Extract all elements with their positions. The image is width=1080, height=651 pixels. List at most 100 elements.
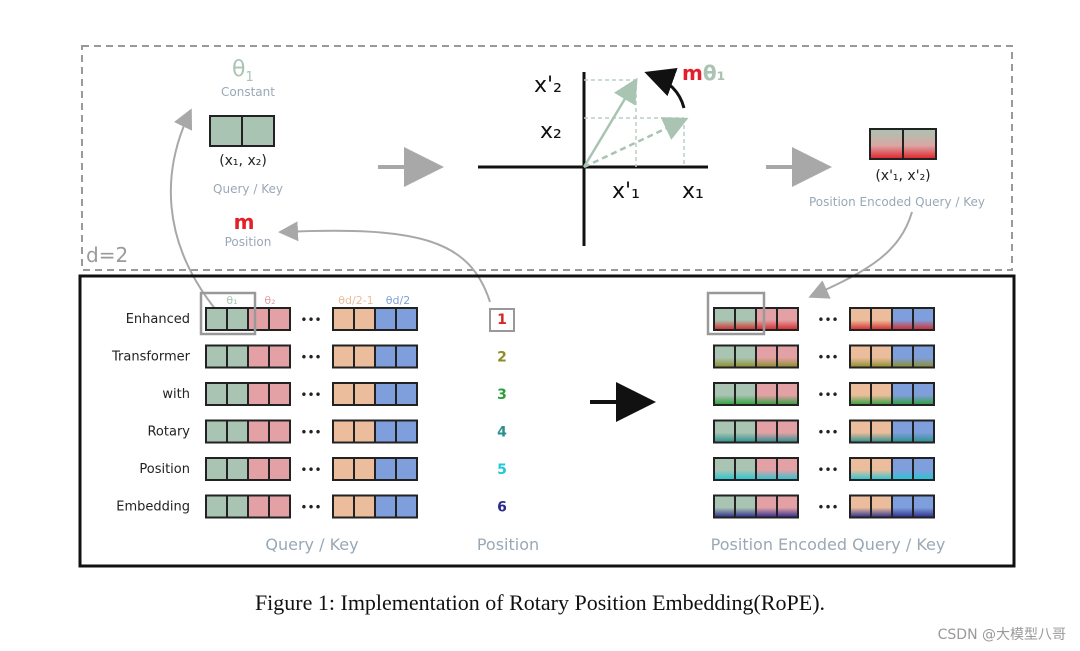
axis-x2-label: x₂ xyxy=(540,119,562,144)
token-label: Transformer xyxy=(111,350,191,365)
header-theta-2: θ₂ xyxy=(264,294,275,307)
rotation-arrow xyxy=(644,67,686,109)
enc-cell-theta1 xyxy=(734,494,757,519)
axis-x1p-label: x'₁ xyxy=(612,179,640,204)
position-number: 3 xyxy=(497,387,507,403)
ellipsis: ••• xyxy=(817,313,838,327)
position-number: 1 xyxy=(497,312,507,328)
position-number: 4 xyxy=(497,425,507,441)
qk-cell-theta2 xyxy=(247,419,270,444)
axis-x2p-label: x'₂ xyxy=(534,73,562,98)
qk-cell-thetad2m1 xyxy=(353,344,376,369)
qk-cell-theta2 xyxy=(268,419,291,444)
qk-cell-theta2 xyxy=(247,494,270,519)
qk-cell-theta1 xyxy=(205,457,228,481)
qk-cell-theta1 xyxy=(226,382,249,406)
qk-cell-thetad2m1 xyxy=(353,307,376,331)
output-top-label: Position Encoded Query / Key xyxy=(809,195,985,209)
qk-cell-thetad2 xyxy=(374,457,397,481)
qk-cell-thetad2 xyxy=(374,494,397,519)
token-label: Position xyxy=(139,462,190,477)
token-label: Embedding xyxy=(116,500,190,515)
qk-cell-thetad2 xyxy=(395,382,418,406)
qk-cell-thetad2m1 xyxy=(332,307,355,331)
enc-cell-thetad2m1 xyxy=(870,494,893,519)
ellipsis: ••• xyxy=(300,351,321,365)
original-vector xyxy=(583,117,689,169)
qk-cell-theta2 xyxy=(247,457,270,481)
qk-cell-thetad2 xyxy=(374,344,397,369)
enc-cell-theta2 xyxy=(776,494,799,519)
qk-cell-theta2 xyxy=(268,457,291,481)
qk-cell-thetad2 xyxy=(395,344,418,369)
qk-cell-thetad2 xyxy=(395,419,418,444)
enc-cell-thetad2 xyxy=(912,494,935,519)
enc-cell-theta2 xyxy=(755,457,778,481)
enc-cell-thetad2 xyxy=(891,344,914,369)
figure-caption: Figure 1: Implementation of Rotary Posit… xyxy=(254,590,826,615)
output-vector-cell-1 xyxy=(869,128,904,160)
enc-cell-thetad2m1 xyxy=(870,457,893,481)
enc-cell-thetad2m1 xyxy=(849,457,872,481)
highlight-right xyxy=(706,291,766,336)
qk-cell-thetad2 xyxy=(395,307,418,331)
rotation-label: mθ₁ xyxy=(682,61,725,85)
enc-cell-theta1 xyxy=(713,457,736,481)
enc-cell-thetad2 xyxy=(891,419,914,444)
qk-cell-theta2 xyxy=(268,344,291,369)
enc-cell-thetad2m1 xyxy=(849,307,872,331)
watermark: CSDN @大模型八哥 xyxy=(937,627,1066,643)
bottom-panel-border xyxy=(78,274,1016,568)
qk-cell-theta2 xyxy=(247,382,270,406)
qk-cell-thetad2 xyxy=(395,494,418,519)
enc-cell-thetad2m1 xyxy=(849,419,872,444)
enc-cell-theta2 xyxy=(776,419,799,444)
qk-cell-theta1 xyxy=(226,494,249,519)
query-key-rows: •••••••••••••••••• xyxy=(205,307,418,519)
header-theta-d2: θd/2 xyxy=(386,294,410,307)
enc-cell-theta2 xyxy=(755,344,778,369)
qk-cell-thetad2m1 xyxy=(353,419,376,444)
output-vector-label: (x'₁, x'₂) xyxy=(875,168,930,184)
qk-cell-thetad2m1 xyxy=(332,419,355,444)
ellipsis: ••• xyxy=(817,426,838,440)
position-highlight xyxy=(489,308,515,332)
qk-cell-theta1 xyxy=(205,307,228,331)
enc-cell-thetad2m1 xyxy=(870,344,893,369)
enc-cell-thetad2m1 xyxy=(849,382,872,406)
enc-cell-thetad2 xyxy=(891,382,914,406)
enc-cell-theta1 xyxy=(713,419,736,444)
position-bottom-label: Position xyxy=(477,535,539,554)
qk-cell-thetad2m1 xyxy=(332,344,355,369)
qk-cell-theta1 xyxy=(205,344,228,369)
arrow-theta-up xyxy=(169,108,217,311)
ellipsis: ••• xyxy=(817,463,838,477)
m-symbol: m xyxy=(234,210,255,234)
token-label: Enhanced xyxy=(126,312,190,327)
arrow-position-to-m xyxy=(278,221,491,303)
qk-cell-thetad2m1 xyxy=(353,457,376,481)
enc-cell-theta1 xyxy=(734,344,757,369)
qk-cell-thetad2m1 xyxy=(353,382,376,406)
enc-cell-thetad2 xyxy=(912,307,935,331)
enc-cell-thetad2m1 xyxy=(849,494,872,519)
position-top-label: Position xyxy=(225,235,272,249)
input-vector-cell-1 xyxy=(209,115,243,147)
rotated-vector xyxy=(582,77,638,168)
enc-cell-thetad2m1 xyxy=(849,344,872,369)
arrow-output-down xyxy=(808,211,913,299)
qk-cell-thetad2m1 xyxy=(332,382,355,406)
position-number: 5 xyxy=(497,462,507,478)
enc-cell-theta2 xyxy=(755,419,778,444)
token-labels: EnhancedTransformerwithRotaryPositionEmb… xyxy=(111,312,191,515)
enc-cell-theta1 xyxy=(734,457,757,481)
header-theta-d2m1: θd/2-1 xyxy=(338,294,373,307)
enc-cell-theta1 xyxy=(713,307,736,331)
ellipsis: ••• xyxy=(300,463,321,477)
enc-cell-thetad2 xyxy=(912,344,935,369)
enc-cell-thetad2 xyxy=(912,382,935,406)
encoded-rows: •••••••••••••••••• xyxy=(713,307,935,519)
enc-cell-theta2 xyxy=(755,494,778,519)
position-number: 6 xyxy=(497,500,507,516)
